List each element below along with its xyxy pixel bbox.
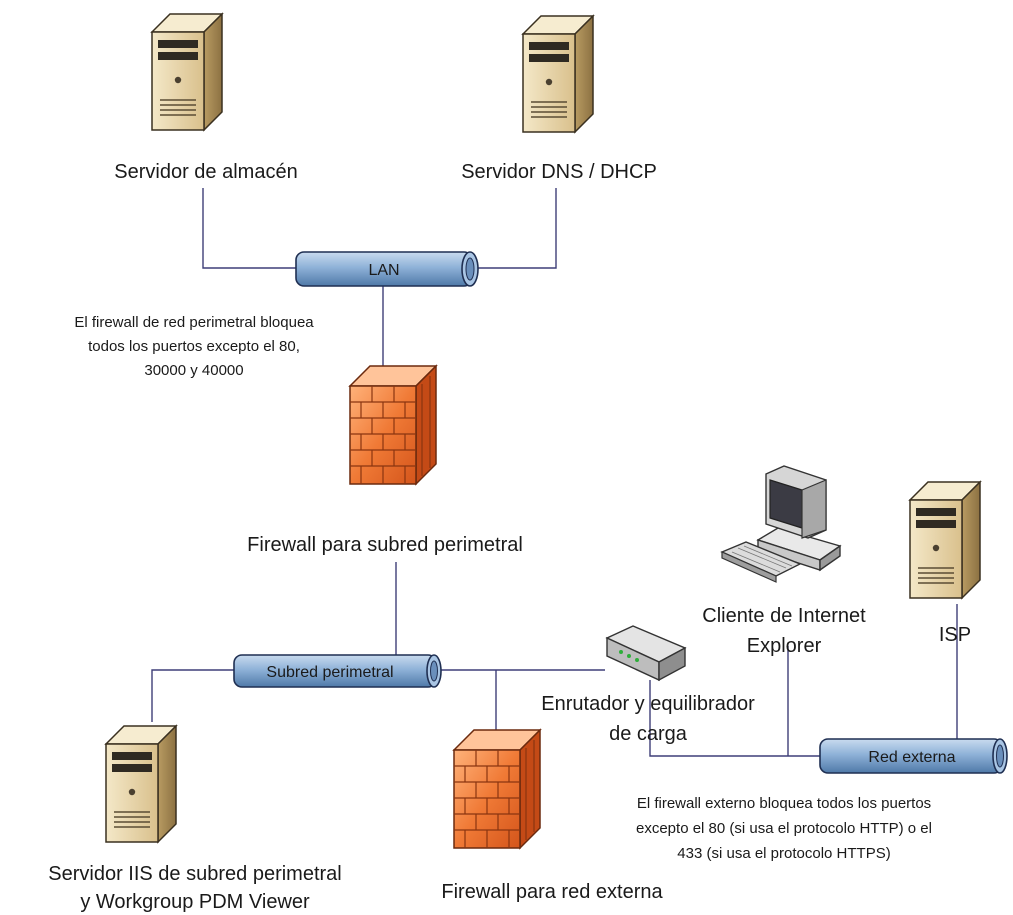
ie-client-label-line1: Cliente de Internet xyxy=(702,605,866,627)
note-line: El firewall externo bloquea todos los pu… xyxy=(637,795,931,812)
note-line: 30000 y 40000 xyxy=(144,362,243,379)
network-perimeter-subnet: Subred perimetral xyxy=(233,654,442,688)
router-icon xyxy=(605,625,687,682)
ie-client-label-line2: Explorer xyxy=(747,635,822,657)
external-firewall-note: El firewall externo bloquea todos los pu… xyxy=(636,795,932,862)
router-label-line2: de carga xyxy=(609,723,688,745)
iis-server-label-line1: Servidor IIS de subred perimetral xyxy=(48,863,341,885)
dns-server-label: Servidor DNS / DHCP xyxy=(461,161,657,183)
network-external: Red externa xyxy=(819,738,1008,774)
brick-firewall-icon xyxy=(349,365,437,485)
desktop-computer-icon xyxy=(720,465,842,583)
note-line: 433 (si usa el protocolo HTTPS) xyxy=(677,845,890,862)
server-tower-icon xyxy=(522,15,594,133)
server-tower-icon xyxy=(105,725,177,843)
brick-firewall-icon xyxy=(453,729,541,849)
iis-server-label-line2: y Workgroup PDM Viewer xyxy=(80,891,310,913)
perimeter-subnet-label: Subred perimetral xyxy=(266,664,393,681)
server-tower-icon xyxy=(909,481,981,599)
external-network-label: Red externa xyxy=(868,749,955,766)
note-line: excepto el 80 (si usa el protocolo HTTP)… xyxy=(636,820,932,837)
lan-label: LAN xyxy=(368,262,399,279)
isp-label: ISP xyxy=(939,624,971,646)
network-lan: LAN xyxy=(295,251,479,287)
connection-lines xyxy=(151,188,958,757)
external-firewall-label: Firewall para red externa xyxy=(441,881,663,903)
perimeter-firewall-label: Firewall para subred perimetral xyxy=(247,534,523,556)
note-line: todos los puertos excepto el 80, xyxy=(88,338,300,355)
perimeter-firewall-note: El firewall de red perimetral bloquea to… xyxy=(74,314,314,379)
storage-server-label: Servidor de almacén xyxy=(114,161,297,183)
server-tower-icon xyxy=(151,13,223,131)
note-line: El firewall de red perimetral bloquea xyxy=(74,314,314,331)
router-label-line1: Enrutador y equilibrador xyxy=(541,693,755,715)
